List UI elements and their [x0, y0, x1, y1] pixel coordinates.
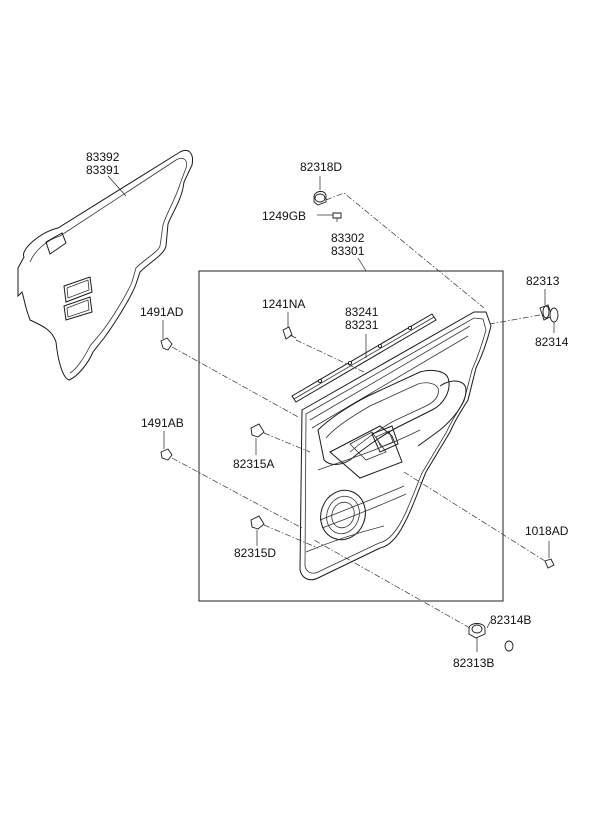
label-83241: 83241 — [345, 305, 379, 319]
clip-82314B — [504, 640, 514, 652]
label-83391: 83391 — [86, 163, 120, 177]
label-83392: 83392 — [86, 150, 120, 164]
screw-1491AD — [160, 337, 173, 351]
label-82315D: 82315D — [234, 546, 276, 560]
clip-1241NA — [282, 326, 297, 340]
label-82318D: 82318D — [300, 160, 342, 174]
label-82314B: 82314B — [490, 613, 531, 627]
label-83231: 83231 — [345, 318, 379, 332]
clip-82318D — [313, 190, 327, 206]
clip-82315A — [250, 423, 265, 438]
screw-1249GB — [332, 212, 342, 222]
belt-weatherstrip — [291, 313, 437, 403]
clip-82315D — [250, 515, 265, 530]
label-1491AD: 1491AD — [140, 305, 184, 319]
label-82313: 82313 — [526, 274, 560, 288]
label-82313B: 82313B — [453, 656, 494, 670]
clip-82314 — [549, 307, 559, 323]
separator-panel — [17, 150, 193, 381]
clip-82313B — [468, 623, 486, 639]
label-83301: 83301 — [331, 244, 365, 258]
label-1241NA: 1241NA — [262, 297, 305, 311]
screw-1491AB — [160, 448, 173, 461]
label-1018AD: 1018AD — [525, 524, 569, 538]
label-1491AB: 1491AB — [141, 416, 184, 430]
door-trim-panel — [299, 311, 492, 581]
screw-1018AD — [544, 558, 555, 569]
label-82314: 82314 — [535, 335, 569, 349]
label-1249GB: 1249GB — [262, 209, 306, 223]
door-trim-assembly-box — [198, 270, 504, 602]
label-82315A: 82315A — [233, 457, 274, 471]
label-83302: 83302 — [331, 231, 365, 245]
